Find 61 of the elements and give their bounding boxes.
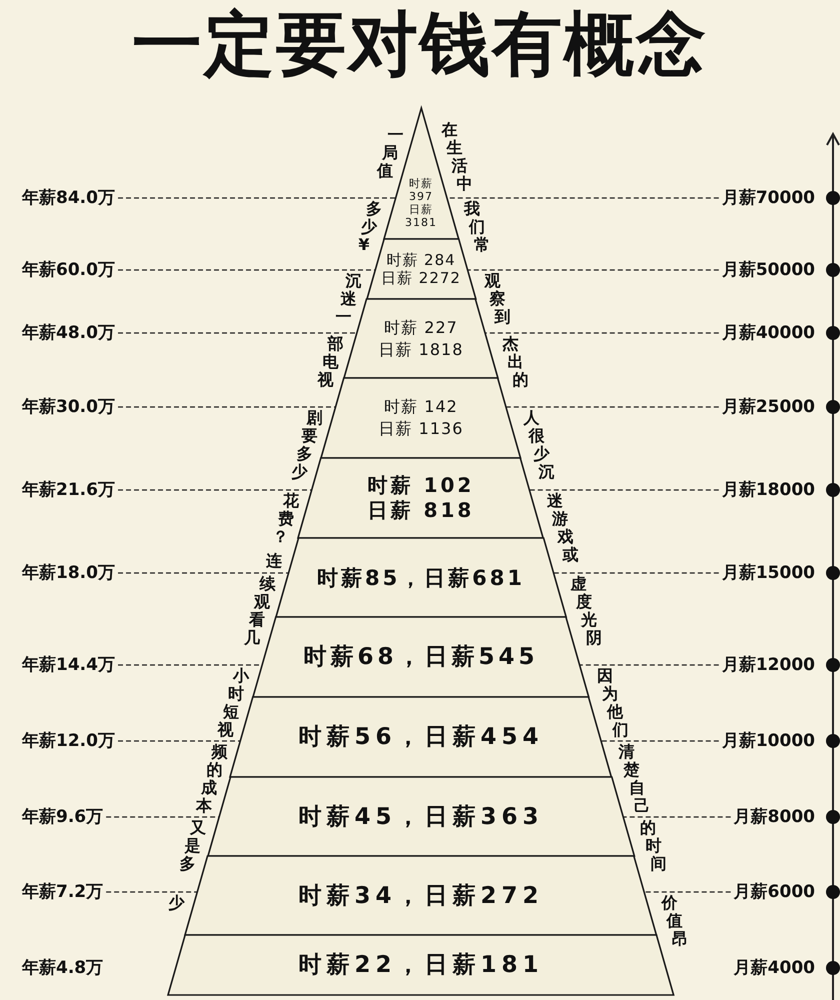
- annual-salary-label: 年薪14.4万: [22, 654, 115, 676]
- wage-text: 日薪 818: [368, 498, 474, 523]
- wage-text: 时薪 284: [386, 251, 456, 269]
- wage-text: 时薪 227: [384, 316, 458, 338]
- monthly-salary-label: 月薪40000: [722, 322, 815, 344]
- annual-salary-label: 年薪7.2万: [22, 881, 104, 903]
- wage-text: 时薪45，日薪363: [298, 802, 544, 830]
- monthly-salary-label: 月薪25000: [722, 396, 815, 418]
- wage-text: 时薪 142: [384, 396, 458, 418]
- wage-text: 日薪 1818: [378, 338, 464, 360]
- monthly-salary-label: 月薪15000: [722, 562, 815, 584]
- annual-salary-label: 年薪4.8万: [22, 957, 104, 979]
- side-caption: 我们常观察到杰出的人: [464, 200, 540, 427]
- leader-line: [118, 572, 288, 574]
- annual-salary-label: 年薪12.0万: [22, 730, 115, 752]
- annual-salary-label: 年薪21.6万: [22, 479, 115, 501]
- leader-line: [601, 740, 719, 742]
- title: 一定要对钱有概念: [132, 2, 708, 87]
- side-caption: 一局值多少¥: [357, 126, 404, 254]
- leader-line: [118, 197, 396, 199]
- wage-text: 时薪85，日薪681: [316, 564, 526, 590]
- annual-salary-label: 年薪84.0万: [22, 187, 115, 209]
- monthly-salary-label: 月薪70000: [722, 187, 815, 209]
- leader-line: [106, 891, 198, 893]
- leader-line: [554, 572, 719, 574]
- leader-line: [485, 332, 719, 334]
- wage-text: 日薪 3181: [404, 203, 438, 229]
- leader-line: [623, 816, 731, 818]
- wage-text: 日薪 1136: [378, 418, 464, 440]
- side-caption: 沉迷一部电视剧要多少花费？: [272, 272, 362, 546]
- wage-text: 时薪22，日薪181: [298, 951, 544, 979]
- leader-line: [506, 406, 719, 408]
- side-caption: 连续观看几小时短视频的成本又是多少: [168, 552, 282, 912]
- leader-line: [580, 664, 719, 666]
- leader-line: [118, 406, 336, 408]
- annual-salary-label: 年薪18.0万: [22, 562, 115, 584]
- side-caption: 因为他们清楚自己的时间价值昂: [596, 667, 688, 948]
- monthly-salary-label: 月薪6000: [734, 881, 815, 903]
- monthly-salary-label: 月薪10000: [722, 730, 815, 752]
- monthly-salary-label: 月薪50000: [722, 259, 815, 281]
- annual-salary-label: 年薪30.0万: [22, 396, 115, 418]
- leader-line: [118, 332, 357, 334]
- wage-text: 时薪 397: [408, 177, 434, 203]
- wage-text: 时薪56，日薪454: [298, 723, 544, 751]
- wage-text: 时薪 102: [368, 473, 474, 498]
- leader-line: [118, 489, 312, 491]
- leader-line: [118, 740, 241, 742]
- leader-line: [530, 489, 719, 491]
- leader-line: [644, 891, 731, 893]
- annual-salary-label: 年薪9.6万: [22, 806, 104, 828]
- annual-salary-label: 年薪48.0万: [22, 322, 115, 344]
- monthly-salary-label: 月薪8000: [734, 806, 815, 828]
- monthly-salary-label: 月薪12000: [722, 654, 815, 676]
- monthly-salary-label: 月薪18000: [722, 479, 815, 501]
- annual-salary-label: 年薪60.0万: [22, 259, 115, 281]
- wage-text: 日薪 2272: [381, 269, 461, 287]
- side-caption: 在生活中: [441, 121, 473, 193]
- monthly-salary-label: 月薪4000: [734, 957, 815, 979]
- leader-line: [467, 269, 719, 271]
- wage-text: 时薪34，日薪272: [298, 882, 544, 910]
- pyramid-tier: [168, 935, 674, 995]
